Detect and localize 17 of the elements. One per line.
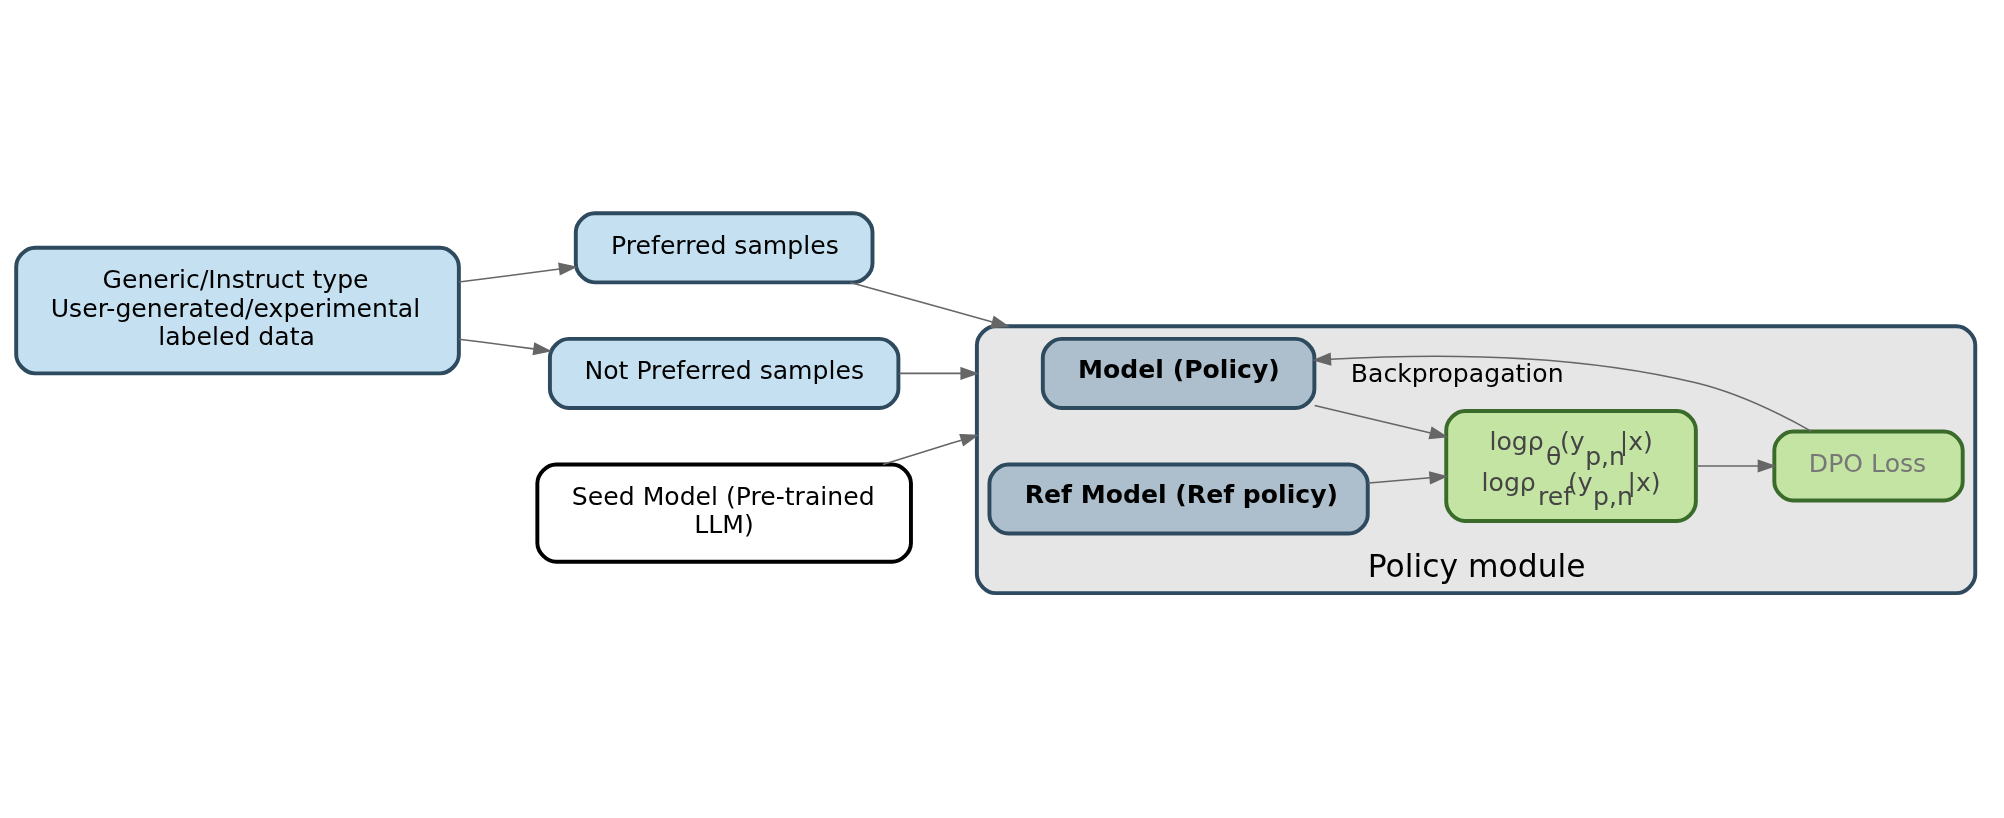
edge-label: Backpropagation [1350,358,1564,388]
arrow [458,262,578,283]
node-box: Model (Policy) [1040,336,1317,410]
arrow [882,433,980,465]
arrow [1313,404,1449,439]
arrow [1312,352,1813,432]
node-box: Not Preferred samples [547,336,901,410]
node-box: Preferred samples [573,210,875,284]
node-box: Generic/Instruct type User-generated/experimental labeled data [14,245,461,375]
node-box: Seed Model (Pre-trained LLM) [535,462,913,564]
arrow [1367,470,1449,484]
arrow [1695,458,1777,473]
arrow [849,281,1011,328]
arrow [898,366,980,380]
node-box: DPO Loss [1772,429,1965,502]
node-box: Ref Model (Ref policy) [987,462,1370,535]
arrow [458,337,552,355]
